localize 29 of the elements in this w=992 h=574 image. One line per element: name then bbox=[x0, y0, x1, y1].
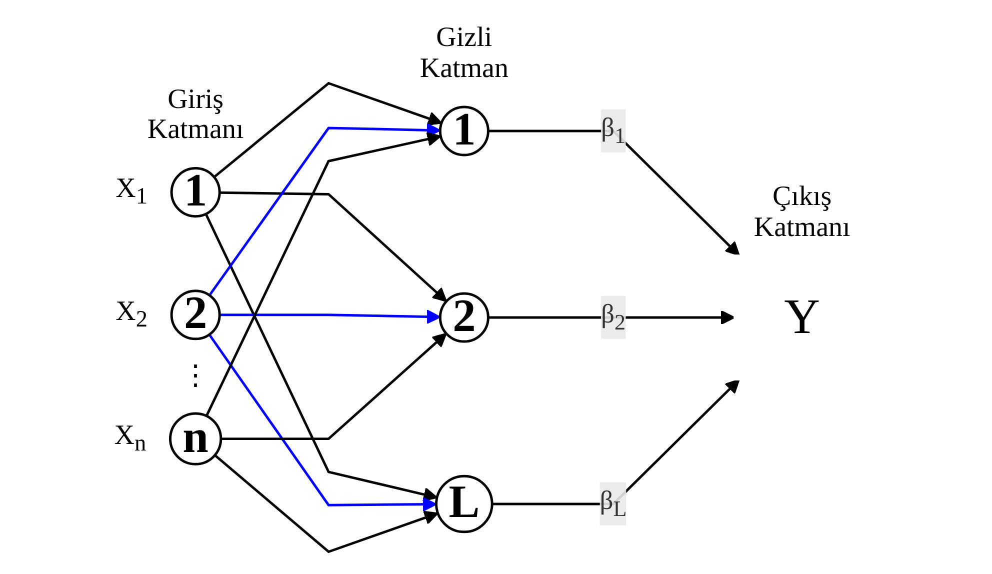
layer-title: Gizli Katman bbox=[418, 23, 510, 86]
arrow bbox=[205, 132, 442, 416]
arrow bbox=[208, 334, 437, 512]
arrow bbox=[220, 191, 448, 302]
input-label: X$_{2}$ bbox=[116, 296, 148, 334]
arrow bbox=[220, 332, 447, 440]
arrow bbox=[208, 122, 441, 296]
edge-label: β$_{1}$ bbox=[600, 114, 626, 148]
arrow bbox=[492, 378, 740, 506]
arrow bbox=[204, 213, 438, 502]
node-text: Y bbox=[784, 290, 820, 345]
edge-label: β$_{2}$ bbox=[600, 300, 626, 334]
node-circle: n bbox=[169, 412, 222, 466]
input-label: X$_{n}$ bbox=[114, 420, 146, 457]
arrow bbox=[214, 454, 439, 554]
edge-label: β$_{L}$ bbox=[600, 487, 627, 521]
arrow bbox=[488, 130, 740, 256]
node-circle: 2 bbox=[438, 292, 490, 343]
layer-title: Çıkış Katmanı bbox=[752, 182, 852, 244]
arrow bbox=[488, 310, 736, 325]
arrow bbox=[220, 310, 441, 324]
arrow bbox=[213, 82, 442, 178]
node-circle: L bbox=[435, 474, 494, 534]
node-circle: 1 bbox=[438, 106, 490, 156]
node-circle: 2 bbox=[170, 290, 221, 340]
node-circle: 1 bbox=[170, 167, 221, 218]
ellipsis-mark: ⋮ bbox=[182, 361, 210, 392]
layer-title: Giriş Katmanı bbox=[146, 84, 245, 146]
input-label: X$_{1}$ bbox=[116, 174, 148, 210]
